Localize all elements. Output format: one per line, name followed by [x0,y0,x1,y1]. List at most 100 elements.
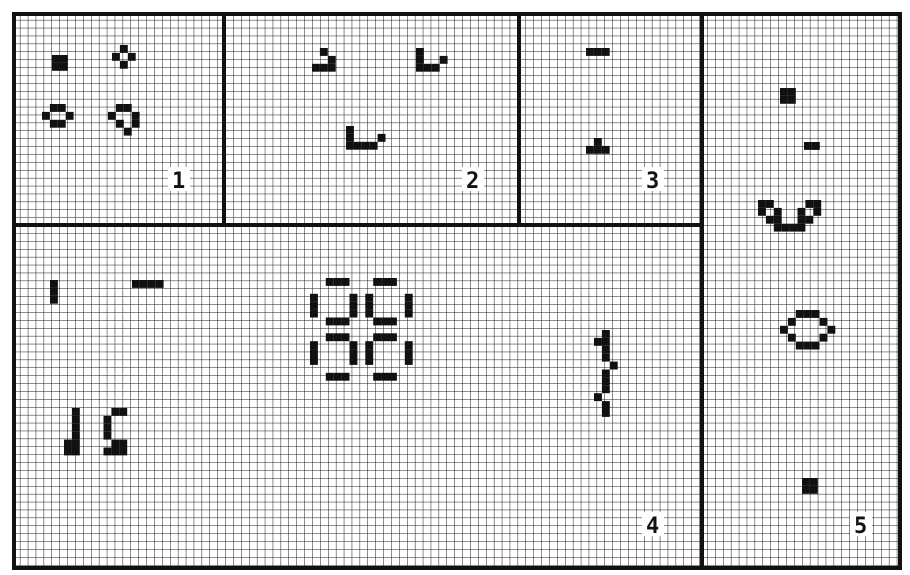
live-cell [116,120,124,128]
live-cell [381,278,389,286]
live-cell [354,142,362,150]
live-cell [342,318,350,326]
live-cell [326,333,334,341]
live-cell [58,104,66,112]
live-cell [780,96,788,104]
live-cell [602,409,610,417]
live-cell [766,200,774,208]
live-cell [416,48,424,56]
live-cell [798,208,806,216]
live-cell [774,208,782,216]
live-cell [780,326,788,334]
live-cell [788,318,796,326]
live-cell [594,48,602,56]
live-cell [140,280,148,288]
panel-3-blinker-bar [586,48,610,56]
live-cell [381,333,389,341]
live-cell [812,142,820,150]
live-cell [365,302,373,310]
live-cell [602,370,610,378]
live-cell [788,334,796,342]
live-cell [346,134,354,142]
live-cell [342,278,350,286]
live-cell [326,278,334,286]
live-cell [66,112,74,120]
live-cell [602,338,610,346]
live-cell [72,432,80,440]
live-cell [320,64,328,72]
live-cell [594,338,602,346]
live-cell [111,448,119,456]
live-cell [827,326,835,334]
live-cell [326,318,334,326]
live-cell [365,294,373,302]
live-cell [112,53,120,61]
live-cell [334,318,342,326]
live-cell [120,45,128,53]
live-cell [798,216,806,224]
live-cell [334,333,342,341]
live-cell [373,278,381,286]
live-cell [310,294,318,302]
panel-label-2: 2 [466,169,479,194]
live-cell [72,424,80,432]
live-cell [132,120,140,128]
live-cell [602,330,610,338]
live-cell [805,216,813,224]
live-cell [389,318,397,326]
live-cell [124,104,132,112]
live-cell [602,377,610,385]
live-cell [108,112,116,120]
live-cell [64,448,72,456]
live-cell [328,64,336,72]
live-cell [72,416,80,424]
live-cell [50,104,58,112]
live-cell [405,310,413,318]
live-cell [432,64,440,72]
live-cell [58,120,66,128]
panel-5-block [802,478,818,494]
live-cell [602,48,610,56]
live-cell [758,208,766,216]
live-cell [104,432,112,440]
live-cell [72,408,80,416]
live-cell [796,342,804,350]
live-cell [378,134,386,142]
live-cell [813,200,821,208]
live-cell [342,333,350,341]
live-cell [310,349,318,357]
live-cell [810,478,818,486]
live-cell [132,280,140,288]
live-cell [373,333,381,341]
live-cell [602,385,610,393]
grid-background [12,12,902,570]
live-cell [405,294,413,302]
live-cell [320,48,328,56]
live-cell [373,318,381,326]
live-cell [50,296,58,304]
live-cell [148,280,156,288]
panel-label-5: 5 [854,514,867,539]
panel-label-1: 1 [172,169,185,194]
live-cell [780,88,788,96]
live-cell [804,142,812,150]
live-cell [389,278,397,286]
live-cell [381,318,389,326]
panel-4-blinker-vertical [50,280,58,304]
live-cell [156,280,164,288]
live-cell [346,126,354,134]
live-cell [310,310,318,318]
live-cell [50,288,58,296]
live-cell [365,310,373,318]
live-cell [602,346,610,354]
live-cell [796,310,804,318]
live-cell [52,63,60,71]
live-cell [128,53,136,61]
live-cell [334,373,342,381]
live-cell [594,138,602,146]
live-cell [774,224,782,232]
live-cell [812,310,820,318]
live-cell [132,112,140,120]
panel-1-block [52,55,68,71]
live-cell [813,208,821,216]
